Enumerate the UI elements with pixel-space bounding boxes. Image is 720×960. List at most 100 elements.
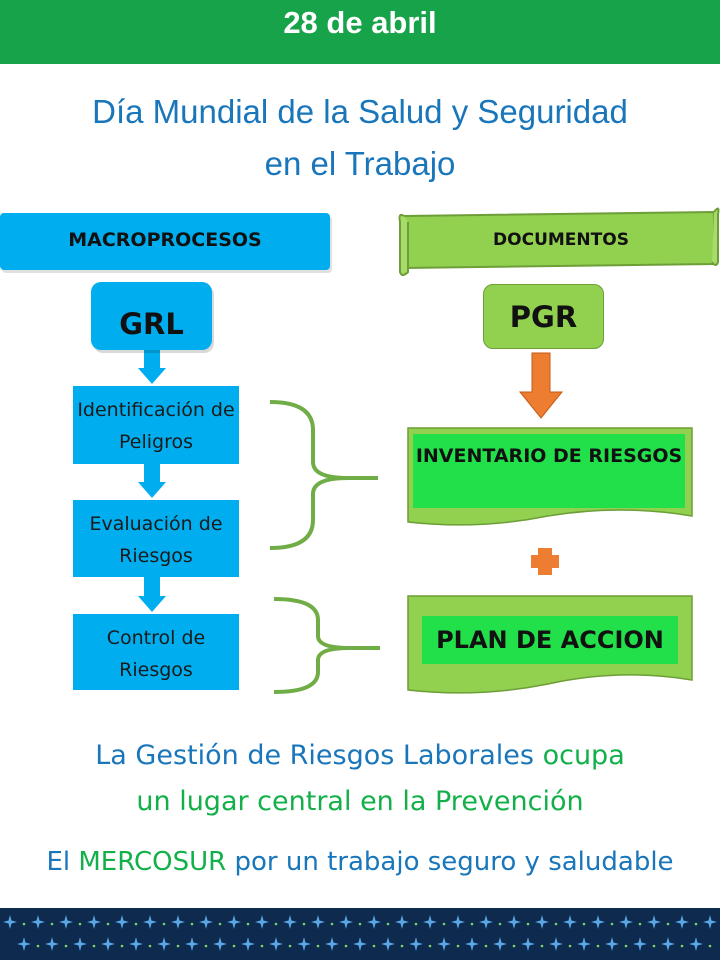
footer-star-icon	[227, 915, 241, 929]
footer-star-icon	[563, 915, 577, 929]
footer-star-icon	[605, 937, 619, 951]
footer-star-icon	[199, 915, 213, 929]
footer-dot	[190, 922, 194, 926]
footer-stars	[3, 915, 717, 951]
footer-star-icon	[689, 937, 703, 951]
footer-dot	[680, 944, 684, 948]
footer-dot	[652, 944, 656, 948]
footer-star-icon	[129, 937, 143, 951]
footer-dot	[204, 944, 208, 948]
footer-dot	[624, 944, 628, 948]
footer-star-icon	[437, 937, 451, 951]
footer-star-icon	[59, 915, 73, 929]
footer-star-icon	[409, 937, 423, 951]
footer-star-icon	[507, 915, 521, 929]
footer-dot	[302, 922, 306, 926]
inventario-riesgos-box: INVENTARIO DE RIESGOS	[413, 434, 685, 508]
bottom-line-2: un lugar central en la Prevención	[136, 786, 584, 817]
footer-star-icon	[353, 937, 367, 951]
documents-scroll	[398, 207, 720, 276]
documentos-header: DOCUMENTOS	[493, 230, 629, 250]
footer-star-icon	[325, 937, 339, 951]
footer-star-icon	[619, 915, 633, 929]
footer-star-icon	[115, 915, 129, 929]
footer-dot	[428, 944, 432, 948]
footer-dot	[148, 944, 152, 948]
footer-dot	[260, 944, 264, 948]
footer-star-icon	[241, 937, 255, 951]
grl-box: GRL	[91, 282, 212, 350]
footer-star-icon	[311, 915, 325, 929]
footer-star-icon	[381, 937, 395, 951]
footer-dot	[92, 944, 96, 948]
footer-dot	[400, 944, 404, 948]
plus-icon	[531, 548, 559, 575]
bottom-line-3-part-a: El	[46, 847, 71, 877]
footer-dot	[372, 944, 376, 948]
banner-date: 28 de abril	[283, 5, 437, 40]
footer-star-icon	[577, 937, 591, 951]
brace-right	[273, 597, 380, 694]
mercosur-label: MERCOSUR	[78, 847, 227, 877]
bottom-line-3: El MERCOSUR por un trabajo seguro y salu…	[0, 844, 720, 880]
footer-star-icon	[423, 915, 437, 929]
footer-star-icon	[451, 915, 465, 929]
footer-dot	[316, 944, 320, 948]
step-control-riesgos: Control de Riesgos	[73, 614, 239, 690]
footer-dot	[414, 922, 418, 926]
footer-dot	[498, 922, 502, 926]
footer-dot	[50, 922, 54, 926]
top-banner	[0, 0, 720, 64]
footer-dot	[526, 922, 530, 926]
footer-dot	[330, 922, 334, 926]
footer-star-icon	[395, 915, 409, 929]
footer-dot	[134, 922, 138, 926]
footer-star-icon	[465, 937, 479, 951]
footer-star-icon	[143, 915, 157, 929]
footer-star-icon	[101, 937, 115, 951]
footer-star-icon	[283, 915, 297, 929]
bottom-line-1-part-b: ocupa	[542, 740, 625, 771]
arrow-down	[138, 577, 166, 612]
footer-star-icon	[493, 937, 507, 951]
footer-dot	[288, 944, 292, 948]
footer-dot	[162, 922, 166, 926]
footer-dot	[358, 922, 362, 926]
footer-dot	[176, 944, 180, 948]
bottom-line-1-part-a: La Gestión de Riesgos Laborales	[95, 740, 534, 771]
footer-star-icon	[367, 915, 381, 929]
footer-star-icon	[521, 937, 535, 951]
footer-dot	[484, 944, 488, 948]
footer-dot	[218, 922, 222, 926]
bottom-line-1: La Gestión de Riesgos Laborales ocupa	[0, 738, 720, 774]
footer-dot	[386, 922, 390, 926]
footer-star-icon	[73, 937, 87, 951]
footer-dot	[120, 944, 124, 948]
footer-star-icon	[255, 915, 269, 929]
footer-star-icon	[339, 915, 353, 929]
footer-dot	[470, 922, 474, 926]
footer-dot	[610, 922, 614, 926]
footer-star-icon	[269, 937, 283, 951]
orange-arrow-down	[518, 352, 564, 419]
page-title-line1: Día Mundial de la Salud y Seguridad	[92, 93, 628, 130]
footer-star-icon	[3, 915, 17, 929]
footer-star-icon	[17, 937, 31, 951]
arrow-down	[138, 464, 166, 498]
footer-dot	[344, 944, 348, 948]
footer-dot	[512, 944, 516, 948]
footer-star-icon	[157, 937, 171, 951]
footer-dot	[596, 944, 600, 948]
footer-star-icon	[633, 937, 647, 951]
footer-star-icon	[591, 915, 605, 929]
footer-dot	[456, 944, 460, 948]
footer-dot	[694, 922, 698, 926]
flow-arrows	[138, 350, 166, 612]
footer-star-icon	[549, 937, 563, 951]
footer-star-icon	[45, 937, 59, 951]
footer-star-icon	[535, 915, 549, 929]
page-title-line2: en el Trabajo	[264, 145, 456, 182]
footer-dot	[638, 922, 642, 926]
footer-star-icon	[479, 915, 493, 929]
footer-star-icon	[297, 937, 311, 951]
